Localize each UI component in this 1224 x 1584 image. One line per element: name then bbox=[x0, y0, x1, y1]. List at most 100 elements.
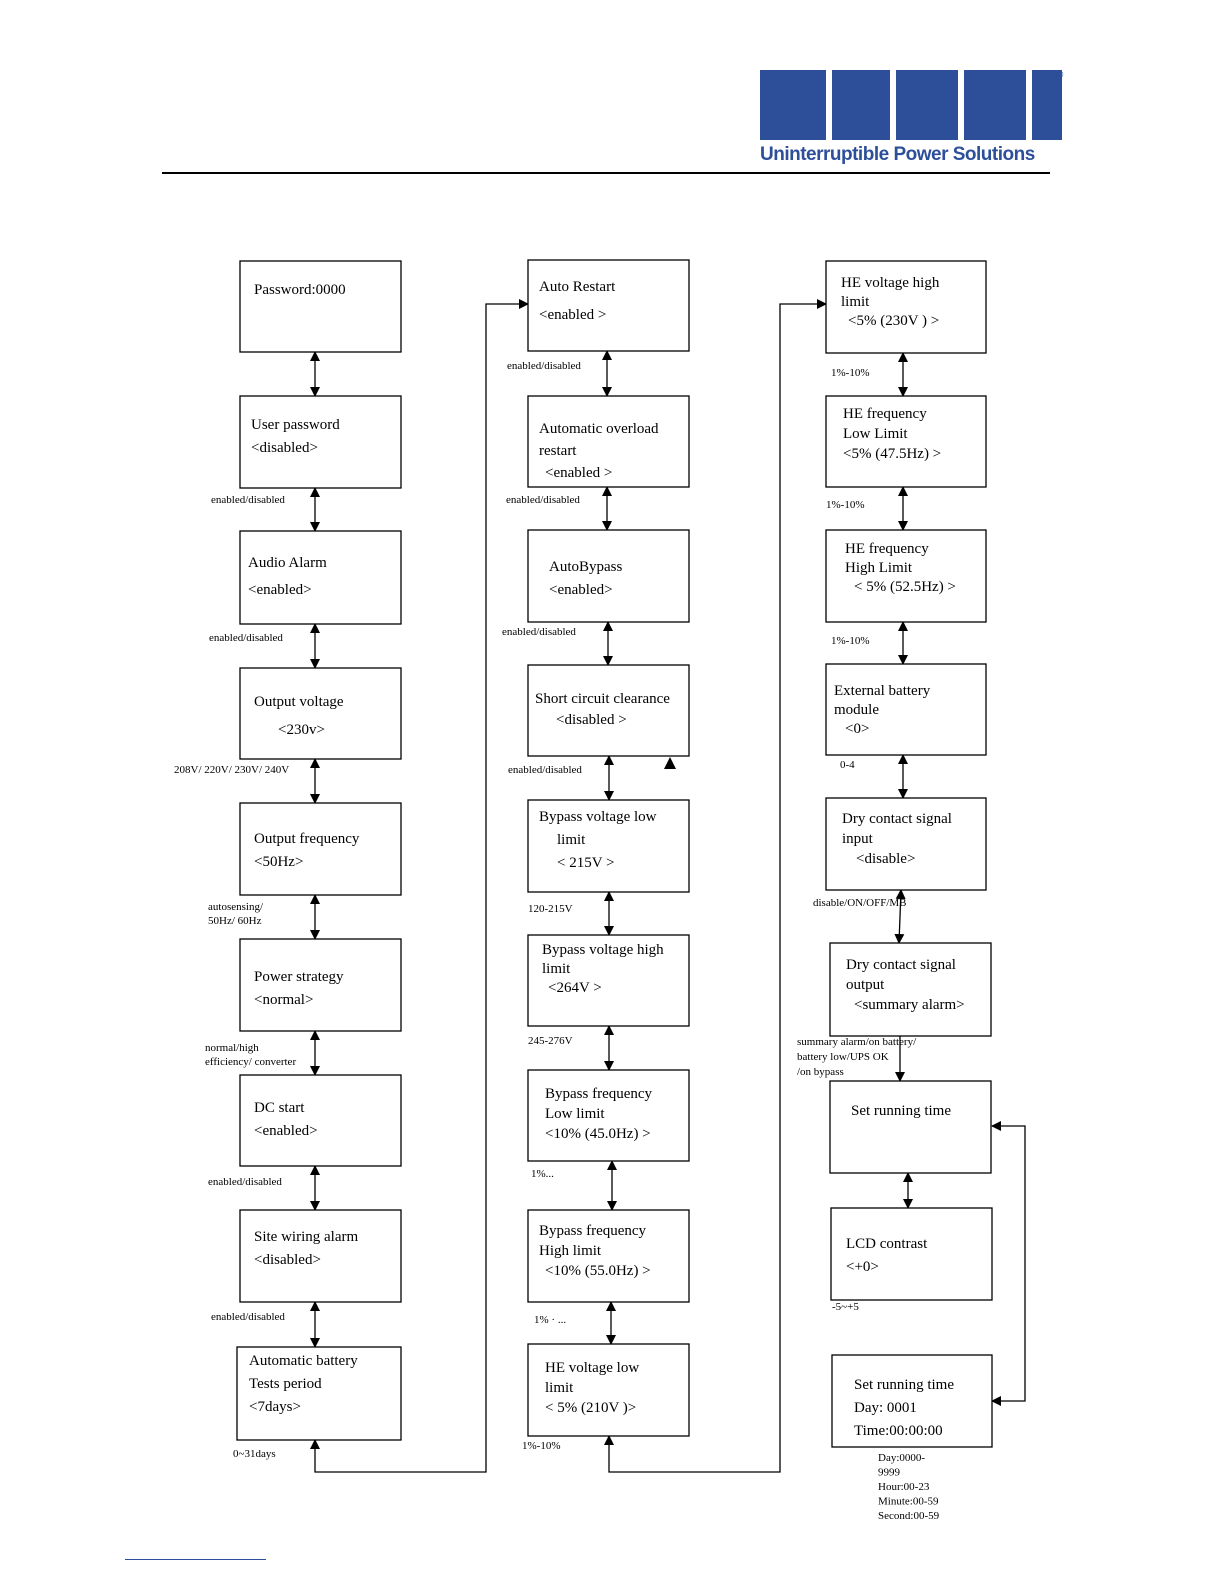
box-text-audio-alarm: <enabled> bbox=[248, 582, 312, 598]
box-text-lcd-contrast: LCD contrast bbox=[846, 1236, 928, 1252]
box-text-bypass-freq-high: High limit bbox=[539, 1243, 602, 1259]
range-label-he-freq-high: 1%-10% bbox=[831, 635, 870, 647]
range-label-output-frequency: 50Hz/ 60Hz bbox=[208, 915, 262, 927]
box-audio-alarm bbox=[239, 530, 402, 625]
box-text-he-freq-high: High Limit bbox=[845, 560, 913, 576]
range-label-dry-contact-output: /on bypass bbox=[797, 1066, 844, 1078]
range-label-audio-alarm: enabled/disabled bbox=[209, 632, 283, 644]
box-text-dry-contact-output: output bbox=[846, 977, 885, 993]
box-text-site-wiring-alarm: <disabled> bbox=[254, 1252, 321, 1268]
box-bypass-voltage-low bbox=[527, 799, 690, 893]
range-label-dry-contact-input: disable/ON/OFF/MB bbox=[813, 897, 907, 909]
range-label-he-freq-low: 1%-10% bbox=[826, 499, 865, 511]
box-overload-restart bbox=[527, 395, 690, 488]
footer-link-line bbox=[125, 1559, 266, 1560]
box-text-bypass-voltage-low: Bypass voltage low bbox=[539, 809, 657, 825]
range-label-lcd-contrast: -5~+5 bbox=[832, 1301, 859, 1313]
box-battery-tests bbox=[236, 1346, 402, 1441]
box-short-circuit bbox=[527, 664, 690, 757]
range-label-ext-battery: 0-4 bbox=[840, 759, 855, 771]
connector-column-2-to-3 bbox=[604, 299, 827, 1473]
box-text-bypass-freq-high: <10% (55.0Hz) > bbox=[545, 1263, 651, 1279]
range-label-bypass-freq-low: 1%... bbox=[531, 1168, 554, 1180]
connector-layer bbox=[310, 299, 1026, 1473]
range-label-power-strategy: normal/high bbox=[205, 1042, 259, 1054]
range-label-output-frequency: autosensing/ bbox=[208, 901, 264, 913]
box-text-he-voltage-low: < 5% (210V )> bbox=[545, 1400, 636, 1416]
box-text-audio-alarm: Audio Alarm bbox=[248, 555, 327, 571]
range-label-user-password: enabled/disabled bbox=[211, 494, 285, 506]
range-label-short-circuit: enabled/disabled bbox=[508, 764, 582, 776]
box-text-bypass-freq-low: Low limit bbox=[545, 1106, 605, 1122]
box-text-lcd-contrast: <+0> bbox=[846, 1259, 879, 1275]
range-label-site-wiring-alarm: enabled/disabled bbox=[211, 1311, 285, 1323]
box-text-user-password: <disabled> bbox=[251, 440, 318, 456]
range-label-autobypass: enabled/disabled bbox=[502, 626, 576, 638]
box-text-power-strategy: <normal> bbox=[254, 992, 313, 1008]
box-he-freq-high bbox=[825, 529, 987, 623]
box-text-battery-tests: Automatic battery bbox=[249, 1353, 358, 1369]
box-text-dc-start: DC start bbox=[254, 1100, 305, 1116]
box-text-overload-restart: Automatic overload bbox=[539, 421, 659, 437]
box-text-bypass-freq-high: Bypass frequency bbox=[539, 1223, 647, 1239]
box-text-output-frequency: <50Hz> bbox=[254, 854, 303, 870]
box-site-wiring-alarm bbox=[239, 1209, 402, 1303]
box-text-he-voltage-high: HE voltage high bbox=[841, 275, 940, 291]
box-text-bypass-voltage-high: Bypass voltage high bbox=[542, 942, 664, 958]
box-text-dry-contact-input: input bbox=[842, 831, 874, 847]
box-text-he-voltage-low: HE voltage low bbox=[545, 1360, 639, 1376]
borri-logo: ® Uninterruptible Power Solutions bbox=[760, 70, 1070, 170]
box-text-dry-contact-input: <disable> bbox=[856, 851, 915, 867]
box-text-output-frequency: Output frequency bbox=[254, 831, 360, 847]
range-label-dry-contact-output: battery low/UPS OK bbox=[797, 1051, 889, 1063]
range-label-output-voltage: 208V/ 220V/ 230V/ 240V bbox=[174, 764, 289, 776]
range-label-overload-restart: enabled/disabled bbox=[506, 494, 580, 506]
box-set-running-time bbox=[829, 1080, 992, 1174]
box-text-set-running-time-detail: Time:00:00:00 bbox=[854, 1423, 943, 1439]
range-label-power-strategy: efficiency/ converter bbox=[205, 1056, 296, 1068]
registered-mark: ® bbox=[1056, 70, 1064, 81]
box-text-ext-battery: module bbox=[834, 702, 879, 718]
box-ext-battery bbox=[825, 663, 987, 756]
range-label-auto-restart: enabled/disabled bbox=[507, 360, 581, 372]
box-he-freq-low bbox=[825, 395, 987, 488]
box-text-dc-start: <enabled> bbox=[254, 1123, 318, 1139]
range-label-dc-start: enabled/disabled bbox=[208, 1176, 282, 1188]
box-dry-contact-input bbox=[825, 797, 987, 891]
connector-running-time-loop bbox=[991, 1121, 1026, 1406]
box-text-site-wiring-alarm: Site wiring alarm bbox=[254, 1229, 358, 1245]
box-dc-start bbox=[239, 1074, 402, 1167]
box-text-he-freq-low: <5% (47.5Hz) > bbox=[843, 446, 941, 462]
connector-column-1-to-2 bbox=[310, 299, 529, 1473]
range-label-set-running-time-detail: 9999 bbox=[878, 1467, 901, 1479]
box-auto-restart bbox=[527, 259, 690, 352]
range-label-bypass-voltage-low: 120-215V bbox=[528, 903, 573, 915]
box-text-bypass-freq-low: <10% (45.0Hz) > bbox=[545, 1126, 651, 1142]
box-text-he-voltage-high: <5% (230V ) > bbox=[848, 313, 939, 329]
box-text-he-freq-low: HE frequency bbox=[843, 406, 927, 422]
box-dry-contact-output bbox=[829, 942, 992, 1037]
box-text-bypass-freq-low: Bypass frequency bbox=[545, 1086, 653, 1102]
box-text-output-voltage: Output voltage bbox=[254, 694, 344, 710]
box-text-bypass-voltage-high: limit bbox=[542, 961, 571, 977]
box-output-voltage bbox=[239, 667, 402, 760]
range-label-set-running-time-detail: Day:0000- bbox=[878, 1452, 925, 1464]
box-text-overload-restart: restart bbox=[539, 443, 577, 459]
logo-tagline: Uninterruptible Power Solutions bbox=[760, 144, 1035, 165]
range-label-he-voltage-high: 1%-10% bbox=[831, 367, 870, 379]
connector-arrow bbox=[894, 889, 906, 944]
box-bypass-freq-high bbox=[527, 1209, 690, 1303]
box-text-output-voltage: <230v> bbox=[278, 722, 325, 738]
box-he-voltage-high bbox=[825, 260, 987, 354]
box-text-he-freq-low: Low Limit bbox=[843, 426, 908, 442]
label-layer: enabled/disabled enabled/disabled 208V/ 22… bbox=[174, 360, 940, 1522]
range-label-dry-contact-output: summary alarm/on battery/ bbox=[797, 1036, 917, 1048]
box-text-ext-battery: <0> bbox=[845, 721, 869, 737]
box-autobypass bbox=[527, 529, 690, 623]
header-rule bbox=[162, 172, 1050, 174]
box-user-password bbox=[239, 395, 402, 489]
box-bypass-voltage-high bbox=[527, 934, 690, 1027]
triangle-marker bbox=[664, 757, 676, 769]
